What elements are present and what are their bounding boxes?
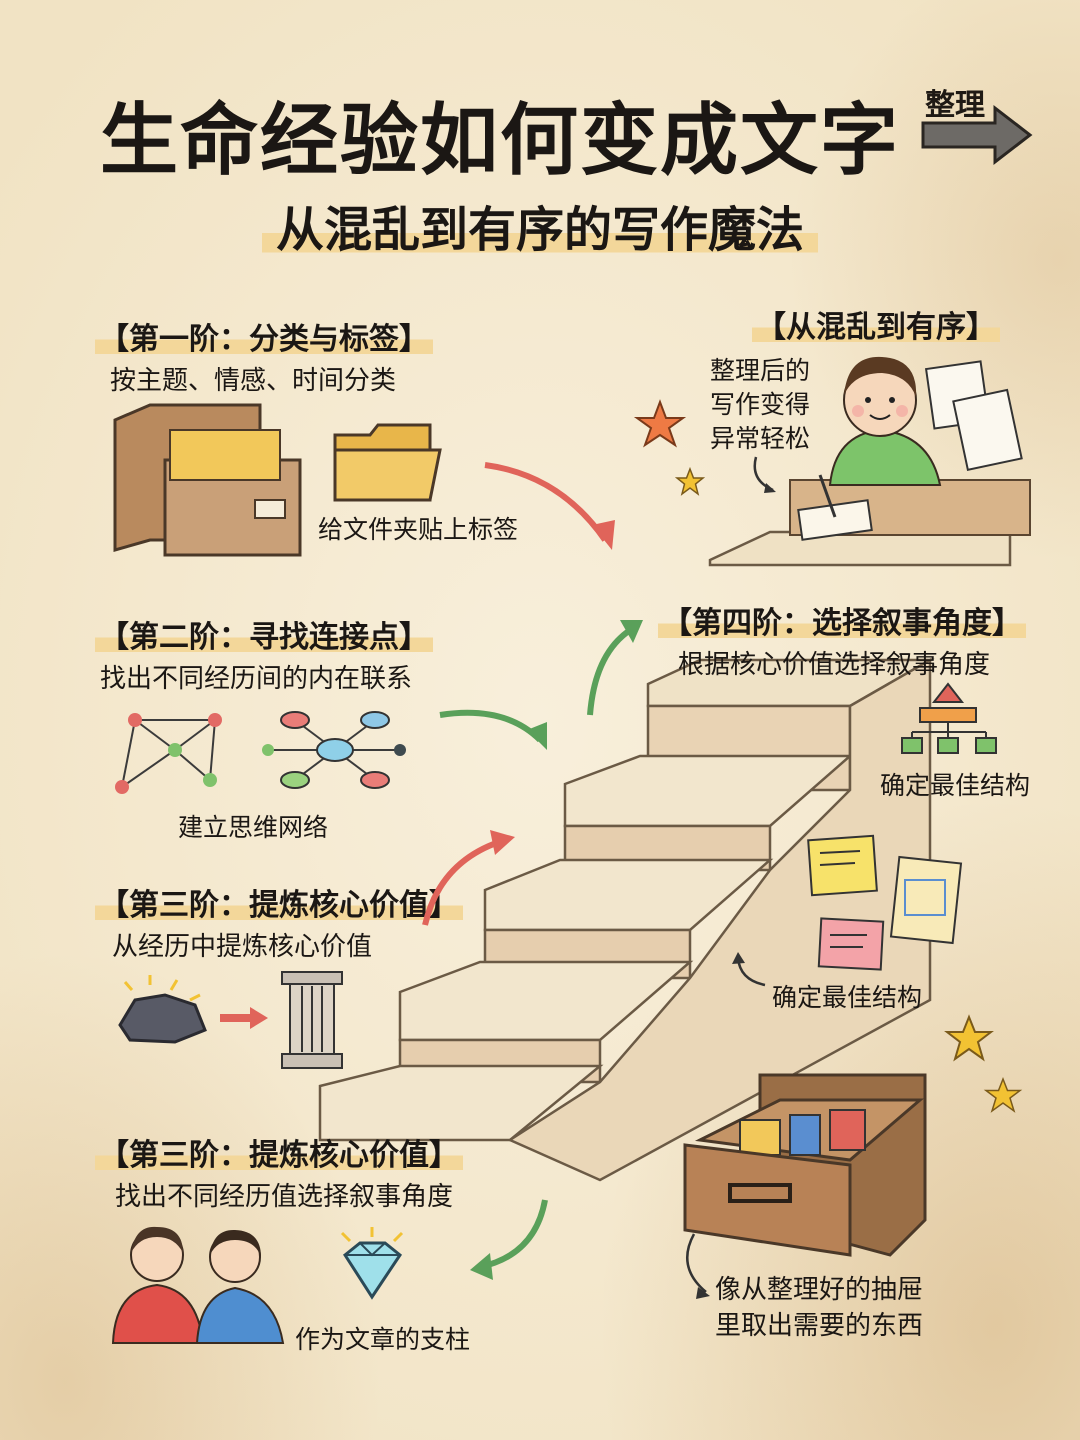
- stage-1-caption: 给文件夹贴上标签: [318, 515, 519, 544]
- stage-1-desc: 按主题、情感、时间分类: [110, 366, 397, 396]
- arrow-label: 整理: [925, 88, 985, 123]
- star-icon-yellow: [944, 1014, 994, 1062]
- subtitle-text: 从混乱到有序的写作魔法: [261, 202, 818, 258]
- note-line-2: 写作变得: [710, 390, 811, 419]
- stage-3-title: 【第三阶：提炼核心价值】: [95, 880, 463, 924]
- star-icon-small: [674, 466, 706, 496]
- folder-icon: [333, 423, 442, 502]
- drawer-caption-line-1: 像从整理好的抽屉: [715, 1275, 924, 1305]
- page-title: 生命经验如何变成文字: [99, 96, 900, 186]
- note-line-1: 整理后的: [710, 356, 811, 385]
- curved-arrow-green-3: [587, 620, 643, 716]
- stage-3b-caption: 作为文章的支柱: [295, 1325, 471, 1354]
- stage-4-desc: 根据核心价值选择叙事角度: [678, 650, 991, 680]
- small-red-arrow-icon: [220, 1007, 268, 1029]
- two-people-talking-illustration: [111, 1226, 285, 1344]
- column-pillar-icon: [281, 971, 343, 1069]
- stage-3b-desc: 找出不同经历值选择叙事角度: [115, 1182, 454, 1212]
- curved-arrow-red-2: [422, 830, 515, 926]
- star-icon-orange: [633, 399, 687, 448]
- curved-arrow-down-icon: [686, 1233, 710, 1299]
- curved-arrow-red-1: [484, 462, 615, 550]
- drawer-caption-line-2: 里取出需要的东西: [715, 1311, 924, 1341]
- network-graph-icon: [115, 713, 222, 794]
- curved-arrow-green-2: [470, 1199, 548, 1280]
- star-icon-yellow-small: [983, 1076, 1023, 1113]
- small-curved-arrow-icon-2: [732, 952, 766, 987]
- mind-map-icon: [262, 711, 406, 789]
- small-curved-arrow-icon: [753, 456, 776, 493]
- curved-arrow-green-1: [439, 709, 547, 750]
- stage-3b-title: 【第三阶：提炼核心价值】: [95, 1130, 463, 1174]
- drawer-caption: 像从整理好的抽屉 里取出需要的东西: [715, 1272, 923, 1344]
- hierarchy-structure-icon: [901, 682, 997, 754]
- stage-2-title: 【第二阶：寻找连接点】: [95, 612, 433, 656]
- top-right-title: 【从混乱到有序】: [752, 302, 1000, 346]
- open-drawer-illustration: [683, 1073, 927, 1257]
- sticky-notes-illustration: [807, 834, 963, 971]
- diamond-icon: [340, 1227, 404, 1300]
- stage-3-desc: 从经历中提炼核心价值: [112, 932, 373, 962]
- stage-1-title: 【第一阶：分类与标签】: [95, 314, 433, 358]
- stage-4-caption: 确定最佳结构: [880, 771, 1031, 800]
- file-cabinet-icon: [113, 403, 302, 557]
- rough-stone-icon: [118, 975, 207, 1044]
- right-arrow-icon: [921, 104, 1033, 166]
- stage-2-caption: 建立思维网络: [178, 813, 329, 842]
- note-line-3: 异常轻松: [710, 424, 811, 453]
- stage-2-desc: 找出不同经历间的内在联系: [100, 664, 413, 694]
- stage-4-title: 【第四阶：选择叙事角度】: [658, 598, 1026, 642]
- notes-caption: 确定最佳结构: [772, 983, 923, 1012]
- top-right-note: 整理后的 写作变得 异常轻松: [710, 354, 810, 456]
- boy-writing-illustration: [789, 356, 1031, 541]
- page-subtitle: 从混乱到有序的写作魔法: [0, 190, 1080, 260]
